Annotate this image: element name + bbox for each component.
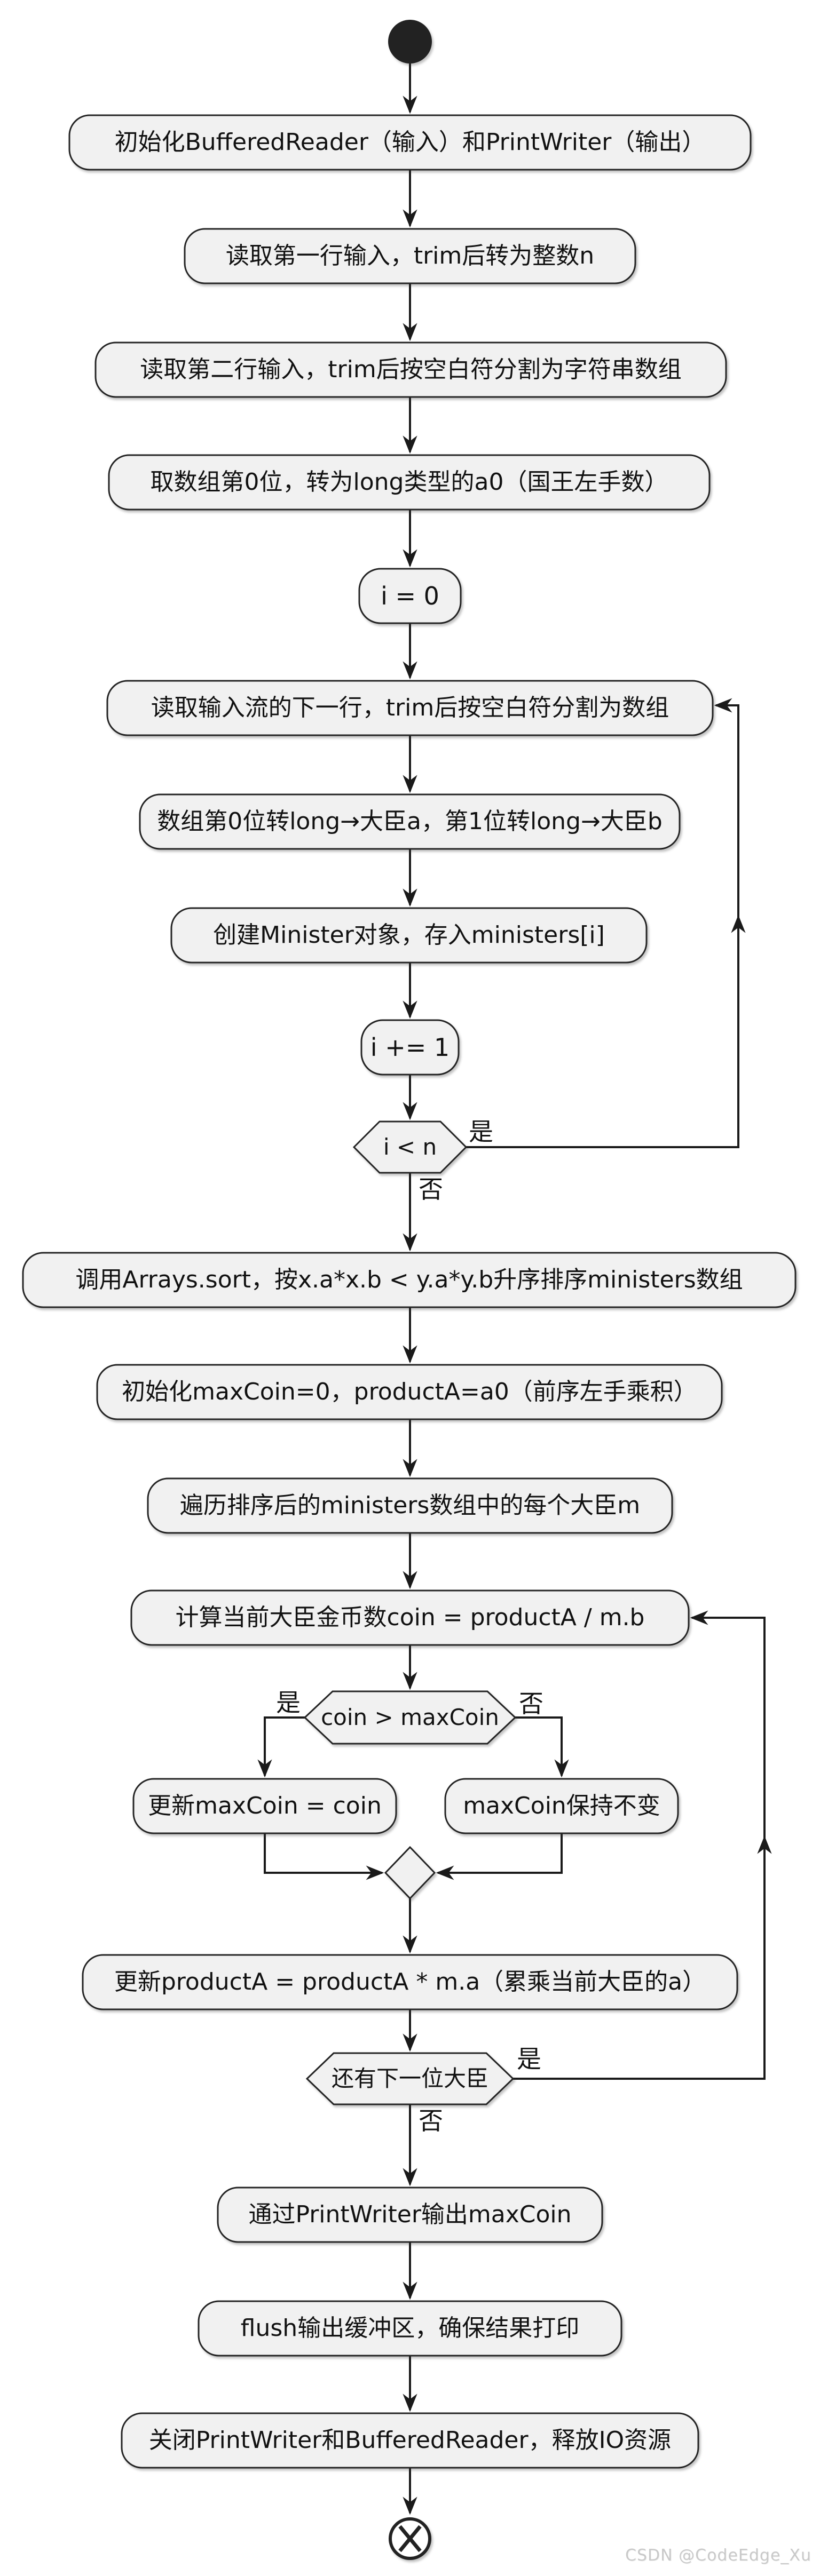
activity-box-keep-max <box>444 1778 679 1834</box>
activity-label-read-n: 读取第一行输入，trim后转为整数n <box>225 242 595 269</box>
edge-keepmax-merge <box>436 1833 563 1880</box>
activity-label-keep-max: maxCoin保持不变 <box>463 1792 660 1819</box>
activity-box-parse-ab <box>139 793 681 850</box>
activity-box-i-inc <box>360 1019 460 1076</box>
activity-label-sort: 调用Arrays.sort，按x.a*x.b < y.a*y.b升序排序mini… <box>75 1266 743 1293</box>
activity-box-flush <box>198 2300 622 2357</box>
activity-box-update-product <box>82 1954 738 2010</box>
shape-layer <box>22 20 797 2560</box>
activity-box-init-io <box>68 114 752 171</box>
edge-layer <box>257 63 772 2515</box>
activity-label-i-init: i = 0 <box>381 582 439 610</box>
activity-box-i-init <box>358 568 462 624</box>
activity-box-close-io <box>121 2412 699 2469</box>
activity-label-take-a0: 取数组第0位，转为long类型的a0（国王左手数） <box>150 468 668 496</box>
branch-label-loop-read-yes: 是 <box>469 1117 493 1146</box>
activity-label-iterate: 遍历排序后的ministers数组中的每个大臣m <box>179 1492 641 1519</box>
activity-label-create-minister: 创建Minister对象，存入ministers[i] <box>213 921 605 949</box>
activity-box-update-max <box>132 1778 397 1834</box>
edge-updatemax-merge <box>264 1833 384 1880</box>
decision-hexagon-loop-read <box>352 1120 468 1174</box>
activity-box-iterate <box>147 1477 673 1534</box>
watermark: CSDN @CodeEdge_Xu <box>625 2546 811 2565</box>
activity-box-sort <box>22 1252 797 1308</box>
activity-box-read-n <box>184 228 636 284</box>
decision-label-has-next: 还有下一位大臣 <box>331 2065 488 2092</box>
edge-compare-no-keepmax <box>515 1716 569 1778</box>
end-node <box>389 2517 431 2560</box>
edge-compare-yes-updatemax <box>257 1716 305 1778</box>
activity-box-calc-coin <box>130 1589 690 1646</box>
branch-label-compare-yes: 是 <box>276 1688 301 1717</box>
activity-label-output-max: 通过PrintWriter输出maxCoin <box>248 2201 572 2228</box>
activity-label-read-line2: 读取第二行输入，trim后按空白符分割为字符串数组 <box>140 356 682 383</box>
activity-label-read-next: 读取输入流的下一行，trim后按空白符分割为数组 <box>151 694 669 721</box>
decision-label-compare: coin > maxCoin <box>321 1704 499 1730</box>
activity-label-init-io: 初始化BufferedReader（输入）和PrintWriter（输出） <box>114 129 706 156</box>
activity-label-close-io: 关闭PrintWriter和BufferedReader，释放IO资源 <box>148 2427 672 2454</box>
activity-label-i-inc: i += 1 <box>370 1033 450 1062</box>
branch-label-loop-read-no: 否 <box>419 1175 443 1204</box>
activity-box-create-minister <box>170 907 648 964</box>
decision-hexagon-has-next <box>305 2052 515 2105</box>
start-node <box>388 20 432 63</box>
activity-box-output-max <box>217 2187 603 2243</box>
activity-box-init-max <box>96 1364 723 1420</box>
activity-box-read-next <box>106 680 714 736</box>
branch-label-has-next-yes: 是 <box>517 2045 541 2073</box>
activity-label-calc-coin: 计算当前大臣金币数coin = productA / m.b <box>175 1604 645 1631</box>
decision-hexagon-compare <box>303 1690 517 1745</box>
activity-label-parse-ab: 数组第0位转long→大臣a，第1位转long→大臣b <box>157 808 663 835</box>
decision-label-loop-read: i < n <box>383 1134 437 1160</box>
activity-label-update-max: 更新maxCoin = coin <box>148 1792 382 1819</box>
branch-label-compare-no: 否 <box>519 1689 543 1718</box>
activity-box-take-a0 <box>108 454 711 511</box>
branch-label-has-next-no: 否 <box>419 2106 443 2135</box>
activity-label-flush: flush输出缓冲区，确保结果打印 <box>240 2315 580 2342</box>
merge-diamond <box>384 1846 436 1900</box>
activity-label-init-max: 初始化maxCoin=0，productA=a0（前序左手乘积） <box>122 1378 697 1405</box>
activity-box-read-line2 <box>94 341 727 398</box>
activity-label-update-product: 更新productA = productA * m.a（累乘当前大臣的a） <box>114 1968 706 1995</box>
